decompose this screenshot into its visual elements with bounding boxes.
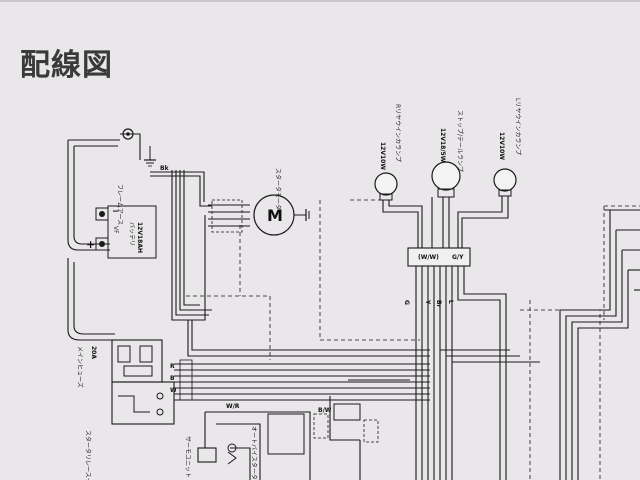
lamp-wiring — [382, 196, 509, 250]
sub-connector — [313, 403, 379, 443]
wire-label: W — [170, 387, 177, 394]
starter-relay: スタータリレースイッチ — [84, 381, 175, 480]
lamp-connector: (W/W) G/Y — [407, 247, 471, 267]
wire-label: W/R — [226, 403, 240, 410]
wire-label: Bk — [160, 165, 170, 172]
frame-ground-label: フレームアース — [116, 184, 123, 225]
battery-loop-wiring — [67, 133, 141, 341]
auto-bystarter: オートバイスタータ — [250, 413, 305, 480]
wire-color-labels: Bk R B W G Y Br L W/R B/W — [160, 165, 454, 414]
lamp-connector-label: (W/W) — [418, 254, 439, 261]
dashed-enclosures — [186, 199, 601, 480]
main-harness — [150, 170, 250, 321]
frame-ground-terminal: フレームアース — [116, 128, 156, 225]
lamp-stop-spec: 12V18/5W — [439, 128, 446, 163]
lamp-r-name: Rリヤウインカランプ — [394, 104, 402, 162]
thermo-unit-label: サーモユニット — [184, 436, 191, 478]
lamp-l-spec: 12V10W — [498, 132, 505, 160]
page-title: 配線図 — [20, 48, 113, 83]
battery: + − VF バッテリ 12V18AH — [86, 205, 157, 259]
top-border — [0, 0, 640, 2]
lamp-connector-wire: G/Y — [452, 254, 464, 261]
starter-motor: M スタータモータ — [253, 168, 310, 236]
starter-harness-connector — [211, 199, 243, 233]
battery-plus-symbol: + — [86, 238, 95, 251]
thermo-unit: サーモユニット — [184, 436, 237, 478]
relay-harness — [174, 320, 430, 401]
lamp-r-spec: 12V10W — [379, 142, 386, 170]
battery-spec: 12V18AH — [136, 222, 143, 253]
auto-bystarter-circuit — [204, 379, 410, 480]
starter-motor-label: スタータモータ — [274, 168, 282, 210]
wire-label: B/W — [318, 407, 332, 414]
wire-label: G — [403, 300, 410, 305]
right-harness — [559, 209, 640, 480]
battery-code: VF — [112, 226, 119, 234]
main-fuse-rating: 20A — [90, 346, 97, 359]
wire-label: Y — [424, 299, 431, 305]
battery-minus-symbol: − — [112, 207, 120, 217]
lamp-down-harness — [415, 266, 540, 480]
main-fuse: メインヒューズ 20A — [76, 339, 163, 388]
wire-label: R — [170, 363, 175, 370]
starter-relay-label: スタータリレースイッチ — [84, 430, 92, 480]
wire-label: L — [447, 300, 454, 304]
relay-connector — [179, 359, 193, 401]
wire-label: B — [170, 375, 175, 382]
motor-symbol: M — [267, 206, 283, 225]
wire-label: Br — [435, 300, 442, 308]
right-dashed-box — [603, 205, 640, 320]
main-fuse-label: メインヒューズ — [76, 346, 84, 388]
auto-bystarter-label: オートバイスタータ — [250, 426, 258, 480]
battery-label: バッテリ — [128, 222, 135, 246]
rear-turn-lamp-left: 12V10W Lリヤウインカランプ — [493, 98, 522, 197]
lamp-l-name: Lリヤウインカランプ — [514, 98, 522, 155]
stop-tail-lamp: 12V18/5W ストップ/テールランプ — [431, 110, 463, 198]
lamp-stop-name: ストップ/テールランプ — [456, 110, 463, 172]
rear-turn-lamp-right: 12V10W Rリヤウインカランプ — [374, 104, 402, 201]
